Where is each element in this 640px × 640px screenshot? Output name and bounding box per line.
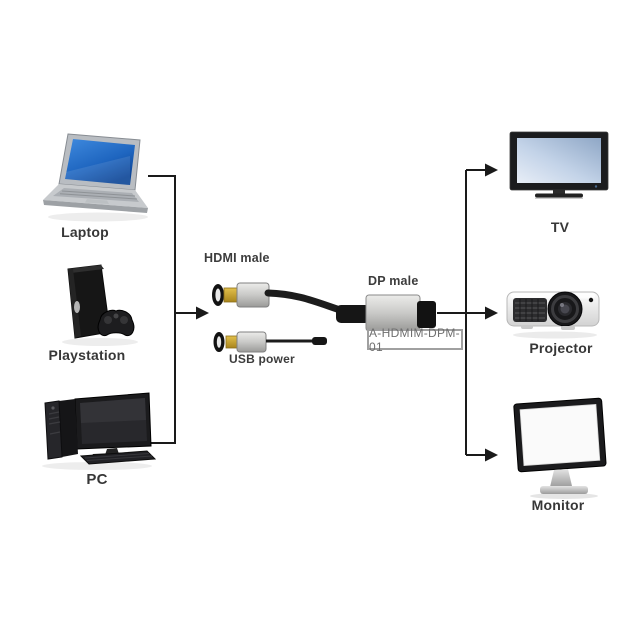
tv-icon xyxy=(509,131,609,199)
product-code-box: A-HDMIM-DPM-01 xyxy=(367,326,463,354)
hdmi-cable xyxy=(264,289,350,316)
product-code: A-HDMIM-DPM-01 xyxy=(369,325,460,354)
pc-icon xyxy=(42,392,157,470)
dp-male-label: DP male xyxy=(368,274,419,288)
arrowheads xyxy=(196,163,498,462)
playstation-label: Playstation xyxy=(48,347,126,363)
pc-label: PC xyxy=(86,471,108,488)
hdmi-male-label: HDMI male xyxy=(204,251,270,265)
usb-cable-tip xyxy=(312,337,327,345)
source-bracket-line xyxy=(147,175,199,444)
monitor-icon xyxy=(513,397,607,499)
laptop-icon xyxy=(43,133,148,222)
laptop-label: Laptop xyxy=(61,224,109,240)
dp-plug xyxy=(417,301,436,328)
usb-power-label: USB power xyxy=(229,352,295,366)
tv-label: TV xyxy=(550,219,570,235)
usb-connector xyxy=(213,331,267,353)
hdmi-connector xyxy=(212,282,270,308)
adapter-cable-image xyxy=(212,282,436,353)
gamepad-icon xyxy=(97,309,135,337)
display-bracket-line xyxy=(437,169,488,456)
monitor-label: Monitor xyxy=(531,497,585,513)
cable-strain-relief xyxy=(336,305,370,323)
playstation-icon xyxy=(62,264,138,346)
projector-icon xyxy=(506,291,600,339)
projector-label: Projector xyxy=(529,340,593,356)
